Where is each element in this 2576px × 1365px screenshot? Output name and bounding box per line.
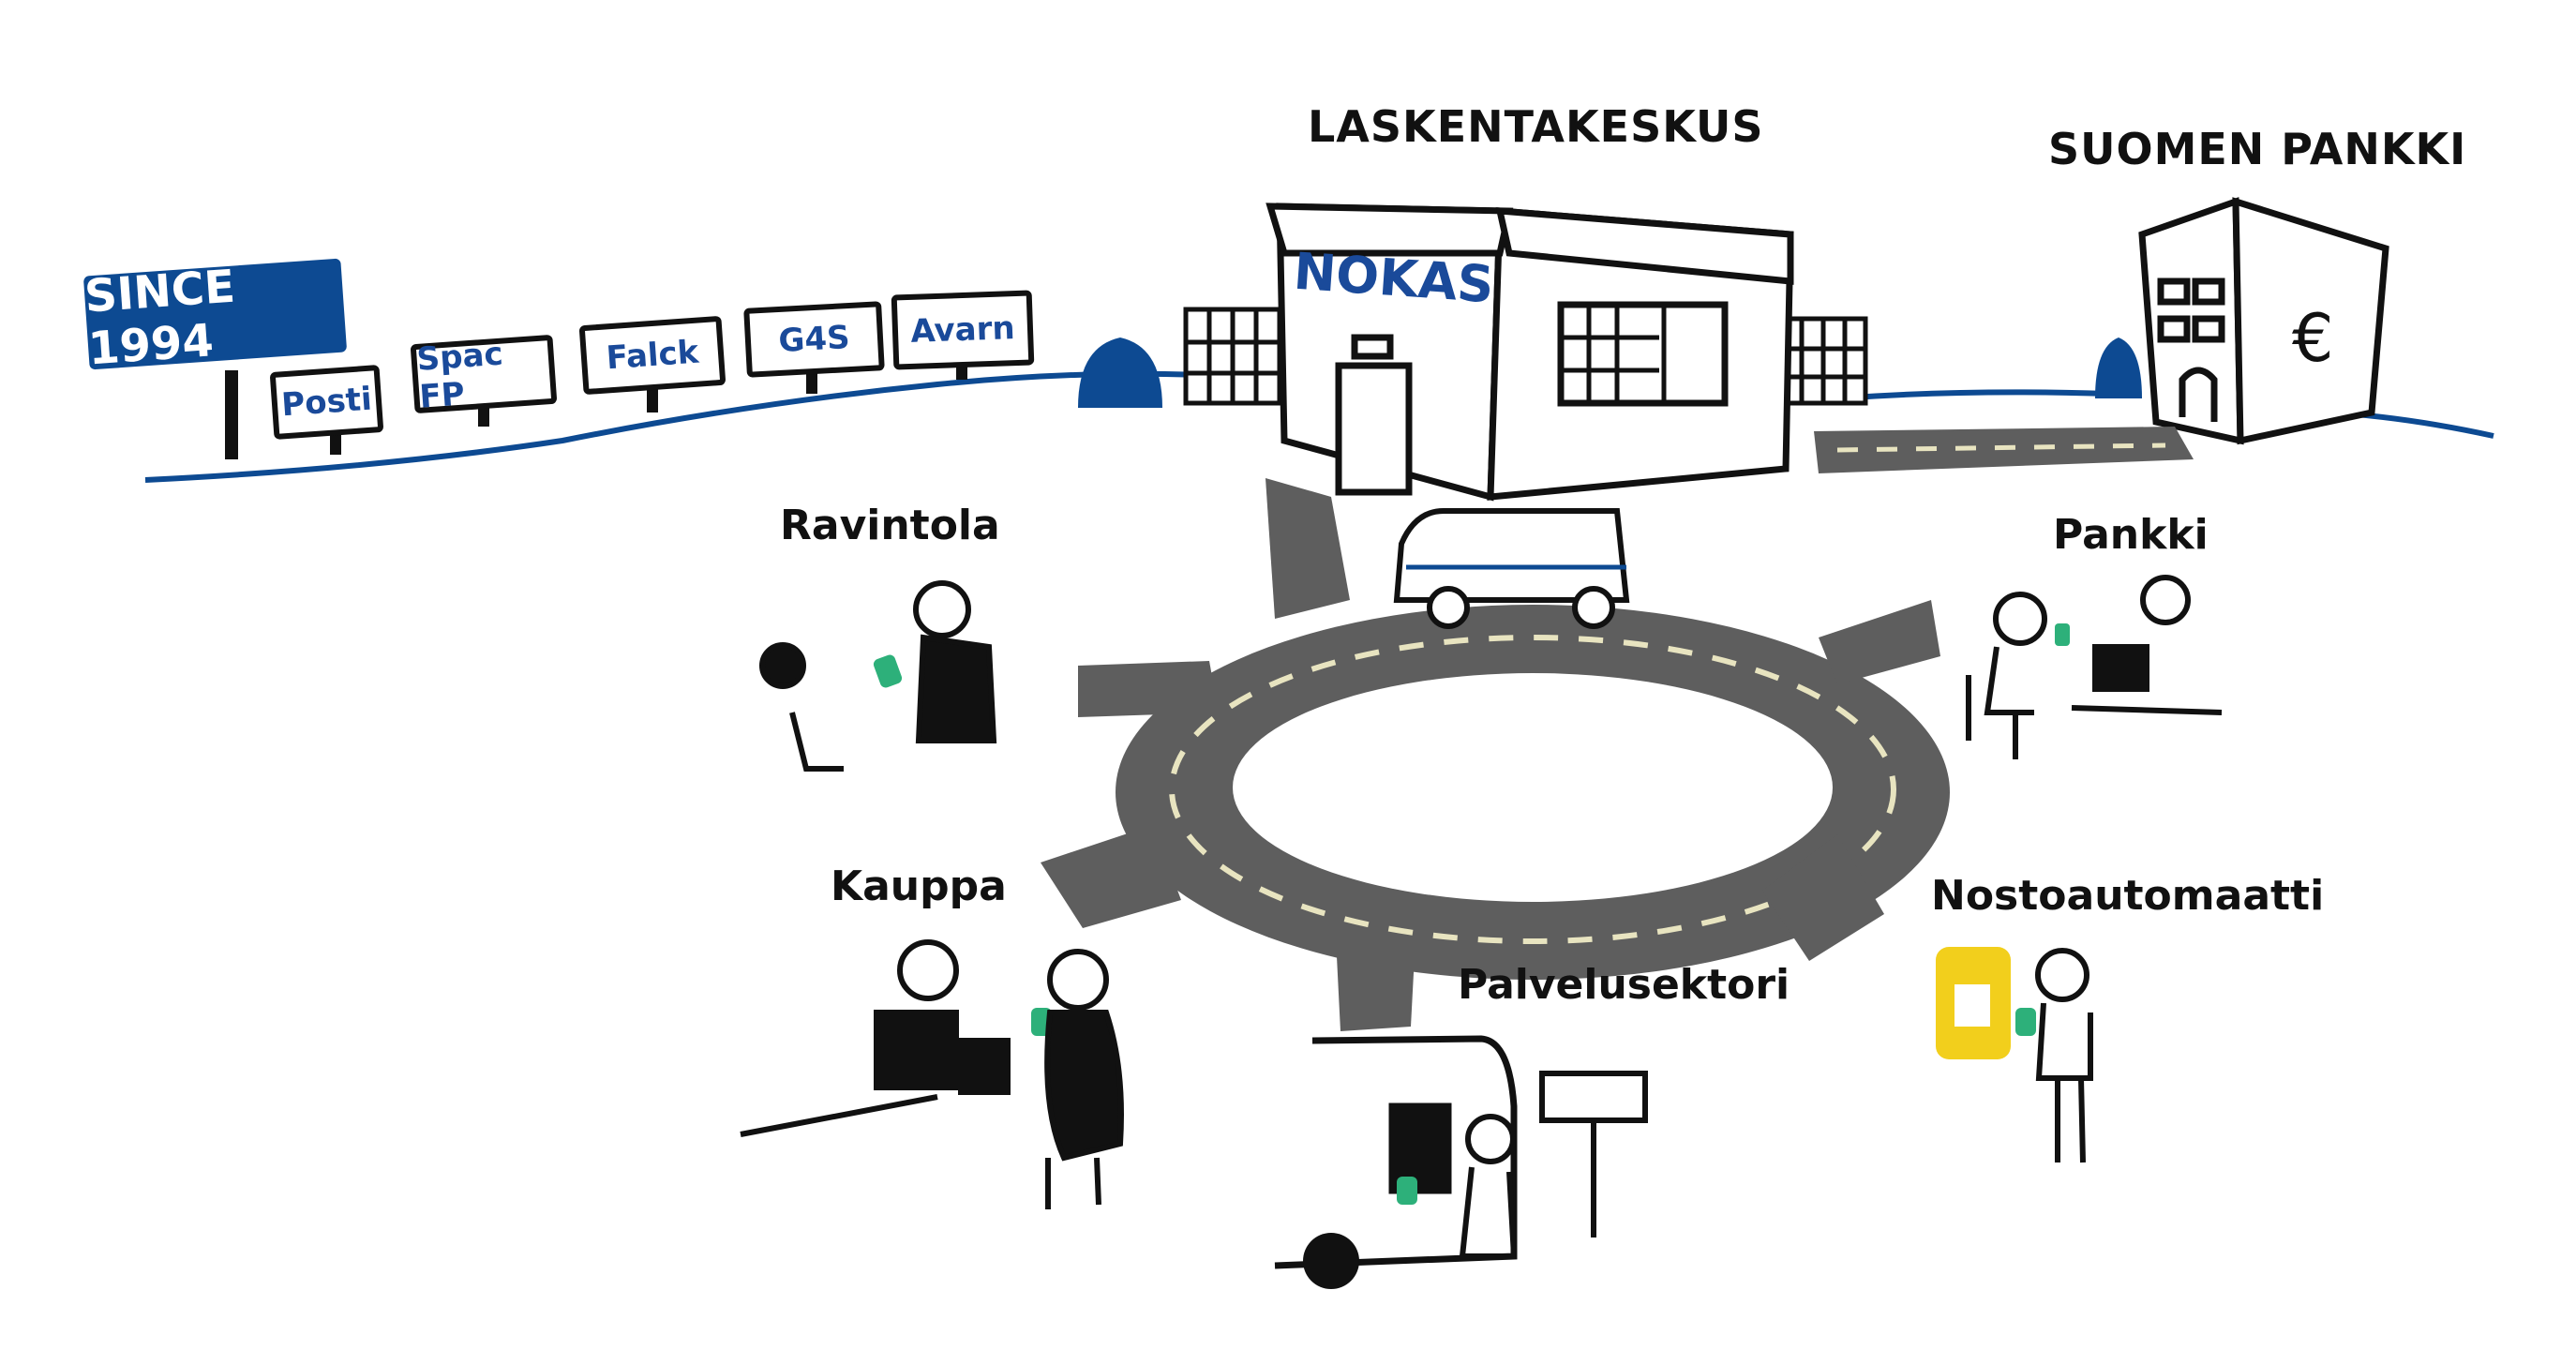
bush-icon <box>1078 338 1162 408</box>
since-post <box>225 370 238 459</box>
bus <box>1274 1035 1518 1269</box>
cash-van <box>1393 508 1630 629</box>
heading-suomen-pankki: SUOMEN PANKKI <box>2048 124 2467 174</box>
heading-laskentakeskus: LASKENTAKESKUS <box>1308 101 1764 152</box>
bus-wheel <box>1303 1233 1359 1289</box>
sign-g4s: G4S <box>743 301 885 378</box>
cash-icon <box>873 623 2070 1205</box>
ground-line-mid <box>1836 389 2110 401</box>
nokas-door <box>1335 362 1413 496</box>
label-nostoautomaatti: Nostoautomaatti <box>1931 872 2325 920</box>
sign-falck: Falck <box>578 315 726 396</box>
label-palvelusektori: Palvelusektori <box>1458 961 1790 1009</box>
euro-icon: € <box>2292 300 2334 377</box>
sign-avarn: Avarn <box>891 290 1035 370</box>
bus-stop <box>1539 1071 1648 1238</box>
roundabout-road <box>1041 478 1950 1031</box>
sign-spac-fp: Spac FP <box>410 334 558 416</box>
nokas-building <box>1266 202 1794 502</box>
bush-icon <box>2095 338 2142 398</box>
label-kauppa: Kauppa <box>831 862 1007 910</box>
ground-line-left <box>144 370 1201 483</box>
since-1994-sign: SINCE 1994 <box>82 258 348 375</box>
label-pankki: Pankki <box>2053 511 2209 559</box>
people-sketches <box>740 575 2223 1259</box>
label-ravintola: Ravintola <box>780 502 1000 549</box>
suomen-pankki-building <box>2138 197 2389 445</box>
road-to-bank <box>1814 427 2194 473</box>
sign-posti: Posti <box>269 365 384 440</box>
